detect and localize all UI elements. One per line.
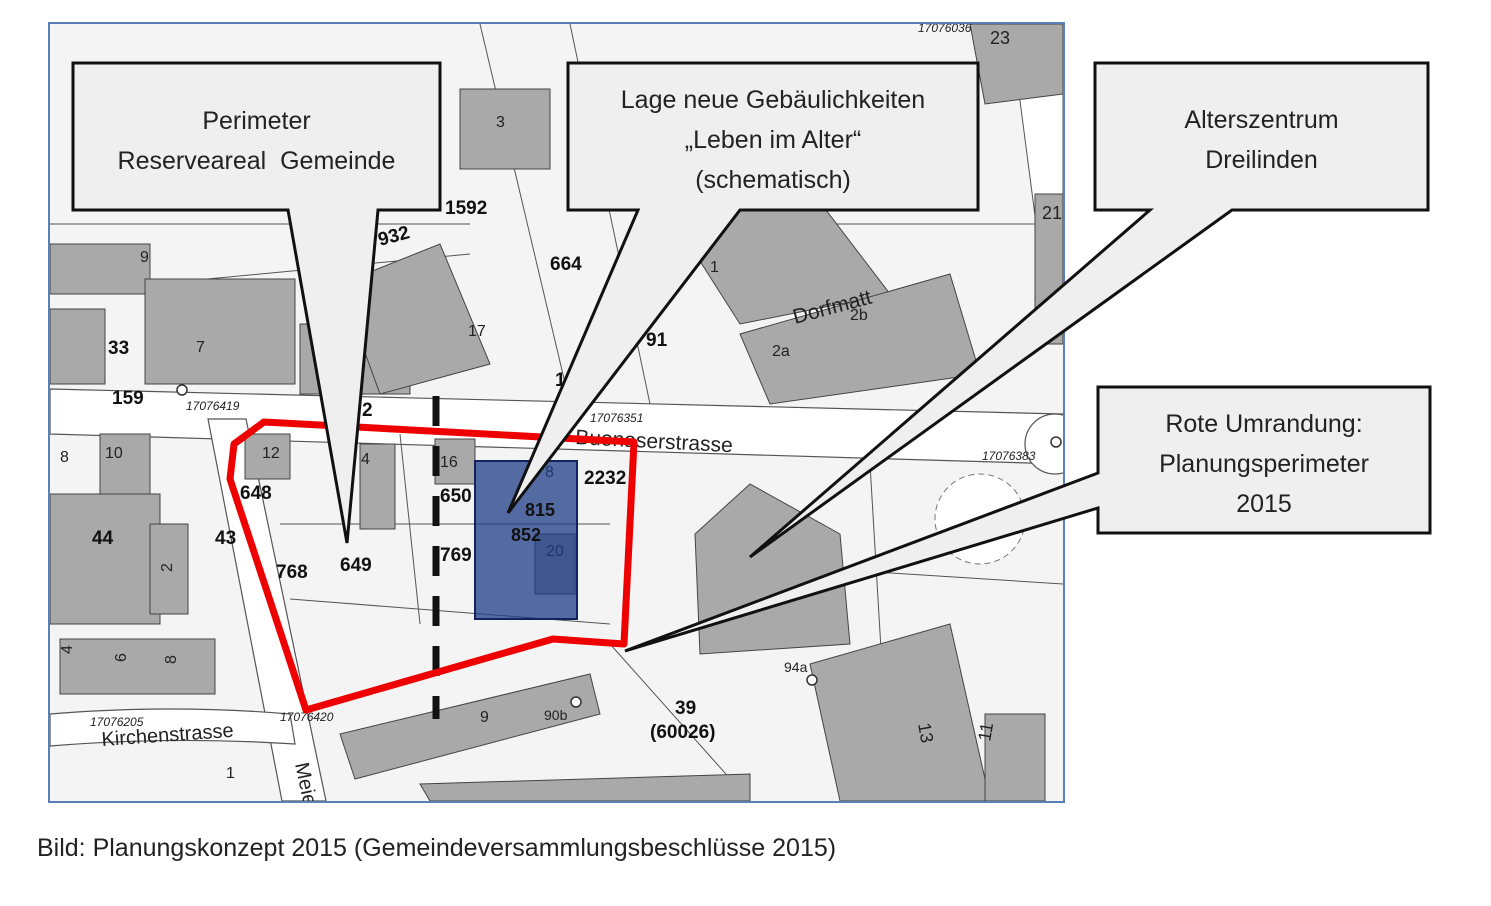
parcel-2: 2 xyxy=(362,400,373,421)
building xyxy=(339,673,601,780)
parcel-1592: 1592 xyxy=(445,198,487,219)
house-number-7: 7 xyxy=(196,339,205,356)
parcel-44: 44 xyxy=(92,528,114,549)
house-number-6: 6 xyxy=(113,653,130,662)
building xyxy=(50,308,106,385)
callout-perimeter: Perimeter Reserveareal Gemeinde xyxy=(80,101,433,181)
callout-new-buildings: Lage neue Gebäulichkeiten „Leben im Alte… xyxy=(575,80,971,200)
parcel-33: 33 xyxy=(108,338,129,359)
building xyxy=(50,243,151,295)
building xyxy=(419,773,751,801)
building xyxy=(359,443,396,530)
house-number-23: 23 xyxy=(990,28,1010,48)
house-number-17: 17 xyxy=(468,323,486,340)
parcel-769: 769 xyxy=(440,545,472,566)
house-number-4: 4 xyxy=(361,451,370,468)
building xyxy=(59,638,216,695)
fixpoint-17076205: 17076205 xyxy=(90,715,144,729)
house-number-9: 9 xyxy=(140,249,149,266)
callout-perimeter-line1: Perimeter xyxy=(202,107,311,135)
callout-new-buildings-line2: „Leben im Alter“ xyxy=(684,126,862,154)
house-number-8b: 8 xyxy=(163,655,180,664)
callout-alterszentrum-line1: Alterszentrum xyxy=(1184,106,1339,134)
callout-red-border-line1: Rote Umrandung: xyxy=(1165,410,1363,438)
house-number-94a: 94a xyxy=(784,659,808,675)
house-number-10: 10 xyxy=(105,445,123,462)
building xyxy=(149,523,189,615)
building xyxy=(244,433,291,480)
callout-alterszentrum: Alterszentrum Dreilinden xyxy=(1102,100,1421,180)
parcel-60026: (60026) xyxy=(650,722,716,743)
callout-new-buildings-bubble xyxy=(506,61,980,514)
callout-red-border-line3: 2015 xyxy=(1236,490,1292,518)
house-number-13: 13 xyxy=(914,721,937,744)
callout-new-buildings-line3: (schematisch) xyxy=(695,166,851,194)
parcel-43: 43 xyxy=(215,528,236,549)
callout-red-border: Rote Umrandung: Planungsperimeter 2015 xyxy=(1105,404,1423,524)
house-number-1b: 1 xyxy=(226,765,235,782)
fixpoint-17076351: 17076351 xyxy=(590,411,643,425)
house-number-1: 1 xyxy=(710,259,719,276)
parcel-39: 39 xyxy=(675,698,696,719)
parcel-1: 1 xyxy=(555,370,566,391)
house-number-90b: 90b xyxy=(544,707,568,723)
building xyxy=(339,243,491,395)
building xyxy=(99,433,151,495)
house-number-2a: 2a xyxy=(772,343,790,360)
fixpoint-17076420: 17076420 xyxy=(280,710,334,724)
meiestrasse-road xyxy=(207,418,327,801)
house-number-21: 21 xyxy=(1042,203,1062,223)
callout-new-buildings-line1: Lage neue Gebäulichkeiten xyxy=(620,86,926,114)
fixpoint-17076419: 17076419 xyxy=(186,399,240,413)
house-number-4b: 4 xyxy=(59,645,76,654)
building xyxy=(984,713,1046,801)
parcel-648: 648 xyxy=(240,483,272,504)
callout-perimeter-bubble xyxy=(71,61,442,544)
parcel-159: 159 xyxy=(112,388,144,409)
callout-alterszentrum-bubble xyxy=(749,61,1430,559)
planning-perimeter xyxy=(226,418,638,714)
house-number-2: 2 xyxy=(159,563,176,572)
house-number-2b: 2b xyxy=(850,307,868,324)
kirchenstrasse-road xyxy=(50,708,296,747)
parcel-815: 815 xyxy=(525,500,555,520)
parcel-650: 650 xyxy=(440,486,472,507)
callout-red-border-line2: Planungsperimeter xyxy=(1159,450,1369,478)
parcel-649: 649 xyxy=(340,555,372,576)
building xyxy=(969,24,1063,105)
building xyxy=(459,88,551,170)
callout-perimeter-line2: Reserveareal Gemeinde xyxy=(117,147,396,175)
building xyxy=(50,493,161,625)
house-number-12: 12 xyxy=(262,445,280,462)
callout-red-border-bubble xyxy=(624,385,1432,653)
parcel-664: 664 xyxy=(550,254,582,275)
figure-caption: Bild: Planungskonzept 2015 (Gemeindevers… xyxy=(37,834,837,862)
parcel-2232: 2232 xyxy=(584,468,626,489)
parcel-91: 91 xyxy=(646,330,668,351)
house-number-11: 11 xyxy=(974,721,997,743)
house-number-16: 16 xyxy=(440,454,458,471)
fixpoint-17076036: 17076036 xyxy=(918,24,972,35)
fixpoint-17076383: 17076383 xyxy=(982,449,1036,463)
house-number-9b: 9 xyxy=(480,709,489,726)
callout-alterszentrum-line2: Dreilinden xyxy=(1205,146,1318,174)
parcel-852: 852 xyxy=(511,525,541,545)
house-number-3: 3 xyxy=(496,114,505,131)
building xyxy=(144,278,296,385)
building xyxy=(809,623,991,801)
parcel-768: 768 xyxy=(276,562,308,583)
house-number-8: 8 xyxy=(60,449,69,466)
